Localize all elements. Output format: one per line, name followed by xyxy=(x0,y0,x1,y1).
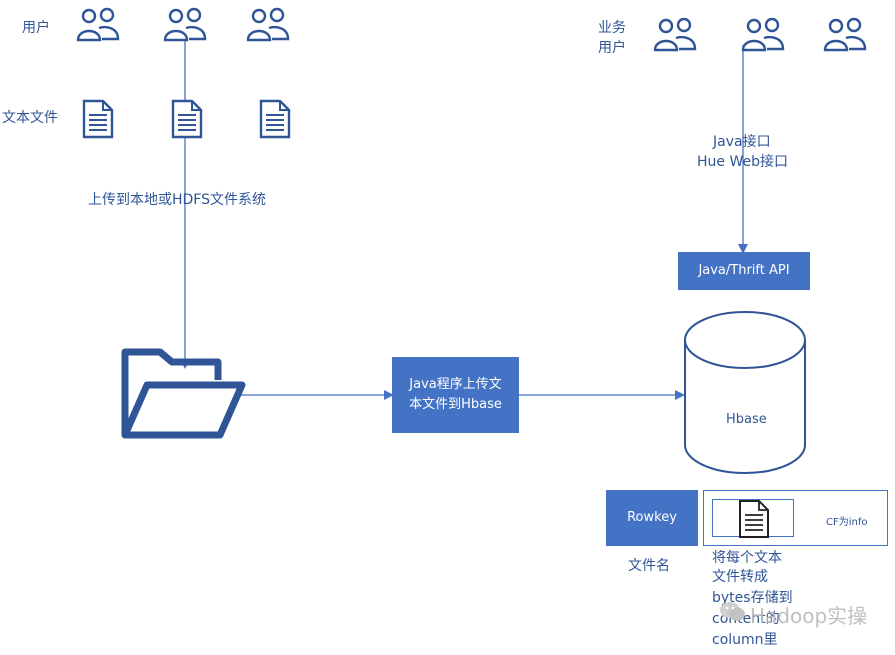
store-note-line2: 文件转成 xyxy=(712,569,768,585)
rowkey-label: Rowkey xyxy=(627,510,677,525)
folder-icon xyxy=(121,348,246,439)
store-note-line1: 将每个文本 xyxy=(712,550,782,566)
hbase-label: Hbase xyxy=(726,412,767,427)
java-upload-program-box: Java程序上传文 本文件到Hbase xyxy=(392,357,519,433)
java-box-line2: 本文件到Hbase xyxy=(409,397,502,412)
upload-label: 上传到本地或HDFS文件系统 xyxy=(88,192,267,208)
users-icon xyxy=(162,6,208,44)
java-thrift-api-label: Java/Thrift API xyxy=(698,263,790,278)
java-box-line1: Java程序上传文 xyxy=(409,377,502,392)
users-icon xyxy=(740,16,786,54)
business-users-label-line1: 业务 xyxy=(598,20,626,36)
users-icon xyxy=(652,16,698,54)
store-note-line3: bytes存储到 xyxy=(712,590,793,606)
cf-info-label: CF为info xyxy=(826,517,868,528)
text-files-label: 文本文件 xyxy=(2,110,58,126)
java-interface-label: Java接口 xyxy=(713,134,771,150)
hue-web-interface-label: Hue Web接口 xyxy=(697,154,788,170)
store-note-line5: column里 xyxy=(712,632,778,648)
document-icon xyxy=(171,99,203,139)
document-icon xyxy=(738,499,770,539)
watermark-text: Hadoop实操 xyxy=(750,604,868,628)
users-icon xyxy=(245,6,291,44)
users-icon xyxy=(822,16,868,54)
users-icon xyxy=(75,6,121,44)
business-users-label-line2: 用户 xyxy=(598,40,626,56)
java-thrift-api-box: Java/Thrift API xyxy=(678,252,810,290)
database-cylinder-icon xyxy=(684,311,806,474)
document-icon xyxy=(259,99,291,139)
document-icon xyxy=(82,99,114,139)
wechat-icon xyxy=(719,600,747,624)
filename-label: 文件名 xyxy=(628,558,670,574)
rowkey-box: Rowkey xyxy=(606,490,698,546)
users-label: 用户 xyxy=(22,20,50,36)
